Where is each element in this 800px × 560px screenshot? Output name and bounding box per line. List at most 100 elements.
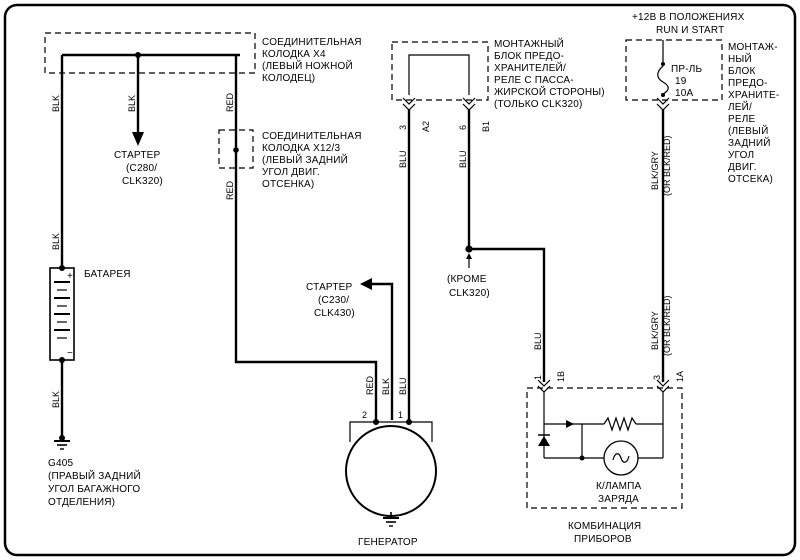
starter1-label-line: CLK320)	[122, 176, 163, 187]
wire-red	[234, 55, 378, 420]
cluster-pin-1-number: 1	[533, 375, 543, 380]
fuse-box-passenger-label-line: ЖИРСКОЙ СТОРОНЫ)	[494, 85, 605, 98]
ground-label-line: УГОЛ БАГАЖНОГО	[48, 484, 140, 495]
current-arrow-icon	[566, 420, 574, 428]
wire-label-orblkred: (OR BLK/RED)	[662, 295, 672, 356]
battery-label: БАТАРЕЯ	[84, 269, 131, 280]
fuse-box-passenger-label-line: (ТОЛЬКО CLK320)	[494, 99, 583, 110]
fuse-box-engine-label-line: МОНТАЖ-	[728, 42, 778, 53]
wire-label-blk: BLK	[51, 391, 61, 408]
cluster-pin-3-number: 3	[652, 375, 662, 380]
x12-label-line: ОТСЕНКА)	[262, 179, 314, 190]
connector-x12-box	[218, 129, 254, 169]
wire-label-blkgry: BLK/GRY	[650, 151, 660, 190]
power-header-line: RUN И START	[656, 25, 724, 36]
fuse-box-passenger-link	[408, 54, 470, 95]
x4-label-line: КОЛОДЕЦ)	[262, 73, 315, 84]
starter1-label-line: (C280/	[126, 163, 157, 174]
instrument-cluster-label: КОМБИНАЦИЯ ПРИБОРОВ	[568, 521, 641, 545]
wire-label-blk: BLK	[51, 233, 61, 250]
fuse-box-passenger-label-line: ХРАНИТЕЛЕЙ/	[494, 61, 566, 74]
power-header-line: +12В В ПОЛОЖЕНИЯХ	[632, 12, 745, 23]
connector-chevron-icon	[402, 97, 416, 105]
except-label-line: CLK320)	[449, 288, 490, 299]
connector-chevron-icon	[462, 103, 476, 111]
ground-label-line: (ПРАВЫЙ ЗАДНИЙ	[48, 469, 141, 482]
starter1-arrow-icon	[132, 132, 144, 146]
fuse-box-engine	[625, 39, 723, 101]
instrument-cluster-label-line: КОМБИНАЦИЯ	[568, 521, 641, 532]
wire-label-blu: BLU	[398, 150, 408, 168]
power-header: +12В В ПОЛОЖЕНИЯХ RUN И START	[632, 12, 745, 36]
fuse-number: 19	[675, 76, 687, 87]
generator-label: ГЕНЕРАТОР	[358, 537, 418, 548]
fuse-label: ПР-ЛЬ 19 10A	[671, 64, 703, 99]
cluster-pin-3-name: 1A	[675, 371, 685, 382]
wire-blu-cluster	[469, 247, 546, 382]
connector-chevron-icon	[656, 97, 670, 105]
except-label-line: (КРОМЕ	[447, 274, 487, 285]
battery-minus: −	[67, 348, 73, 359]
x4-label-line: (ЛЕВЫЙ НОЖНОЙ	[262, 59, 353, 72]
wire-label-blu: BLU	[458, 150, 468, 168]
wire-label-blu: BLU	[398, 377, 408, 395]
fuse-name: ПР-ЛЬ	[671, 64, 703, 75]
instrument-cluster-label-line: ПРИБОРОВ	[574, 534, 632, 545]
fuse-box-engine-label-line: ОТСЕКА)	[728, 174, 773, 185]
x12-label-line: КОЛОДКА X12/3	[262, 143, 341, 154]
charge-lamp-label-line: ЗАРЯДА	[598, 494, 639, 505]
starter2-label-line: CLK430)	[314, 308, 355, 319]
fuse-box-passenger-label: МОНТАЖНЫЙ БЛОК ПРЕДО- ХРАНИТЕЛЕЙ/ РЕЛЕ С…	[494, 37, 605, 110]
diode-icon	[538, 436, 550, 446]
fuse-box-engine-label: МОНТАЖ- НЫЙ БЛОК ПРЕДО- ХРАНИТЕ- ЛЕЙ/ РЕ…	[728, 42, 779, 185]
wire-label-blk: BLK	[381, 378, 391, 395]
starter2-label-line: (C230/	[318, 295, 349, 306]
pin-a2-number: 3	[398, 125, 408, 130]
fuse-box-engine-label-line: УГОЛ	[728, 150, 754, 161]
charge-lamp-label: К/ЛАМПА ЗАРЯДА	[596, 481, 642, 505]
connector-chevron-icon	[656, 379, 670, 387]
fuse-box-engine-label-line: БЛОК	[728, 66, 756, 77]
connector-chevron-icon	[656, 385, 670, 393]
fuse-box-engine-label-line: ДВИГ.	[728, 162, 757, 173]
ground-label-line: ОТДЕЛЕНИЯ)	[48, 497, 115, 508]
charge-lamp-circuit	[538, 392, 664, 476]
x12-splice	[233, 147, 239, 153]
pin-b1-name: B1	[481, 121, 491, 132]
fuse-box-engine-label-line: ХРАНИТЕ-	[728, 90, 779, 101]
generator-bracket	[349, 421, 433, 442]
except-arrow-icon	[466, 253, 472, 259]
starter2-label: СТАРТЕР (C230/ CLK430)	[306, 282, 355, 319]
battery-plus: +	[67, 271, 73, 282]
starter2-label-line: СТАРТЕР	[306, 282, 353, 293]
pin-b1-number: 6	[458, 125, 468, 130]
generator-pin-2: 2	[362, 410, 367, 420]
fuse-box-passenger-label-line: РЕЛЕ С ПАССА-	[494, 75, 574, 86]
battery-symbol	[49, 265, 75, 363]
connector-chevron-icon	[537, 379, 551, 387]
fuse-icon	[657, 65, 669, 95]
wire-label-blkgry: BLK/GRY	[650, 311, 660, 350]
instrument-cluster-box	[526, 387, 683, 509]
generator-pin-1: 1	[398, 410, 403, 420]
ground-label-line: G405	[48, 458, 74, 469]
generator-symbol	[345, 419, 437, 527]
x12-label-line: (ЛЕВЫЙ ЗАДНИЙ	[262, 153, 348, 166]
pin-a2-name: A2	[421, 121, 431, 132]
fuse-box-passenger	[391, 41, 489, 101]
x12-label-line: УГОЛ ДВИГ.	[262, 167, 320, 178]
connector-chevron-icon	[462, 97, 476, 105]
fuse-box-engine-label-line: НЫЙ	[728, 52, 752, 65]
starter1-label-line: СТАРТЕР	[114, 150, 161, 161]
starter2-arrow-icon	[360, 278, 372, 290]
fuse-box-engine-label-line: ПРЕДО-	[728, 78, 768, 89]
ground-icon	[54, 435, 70, 450]
charge-lamp-label-line: К/ЛАМПА	[596, 481, 642, 492]
fuse-box-engine-label-line: РЕЛЕ	[728, 114, 756, 125]
connector-x4-box	[44, 32, 256, 74]
x4-label-line: КОЛОДКА X4	[262, 49, 326, 60]
wire-label-red: RED	[225, 92, 235, 112]
ground-label: G405 (ПРАВЫЙ ЗАДНИЙ УГОЛ БАГАЖНОГО ОТДЕЛ…	[48, 458, 141, 508]
